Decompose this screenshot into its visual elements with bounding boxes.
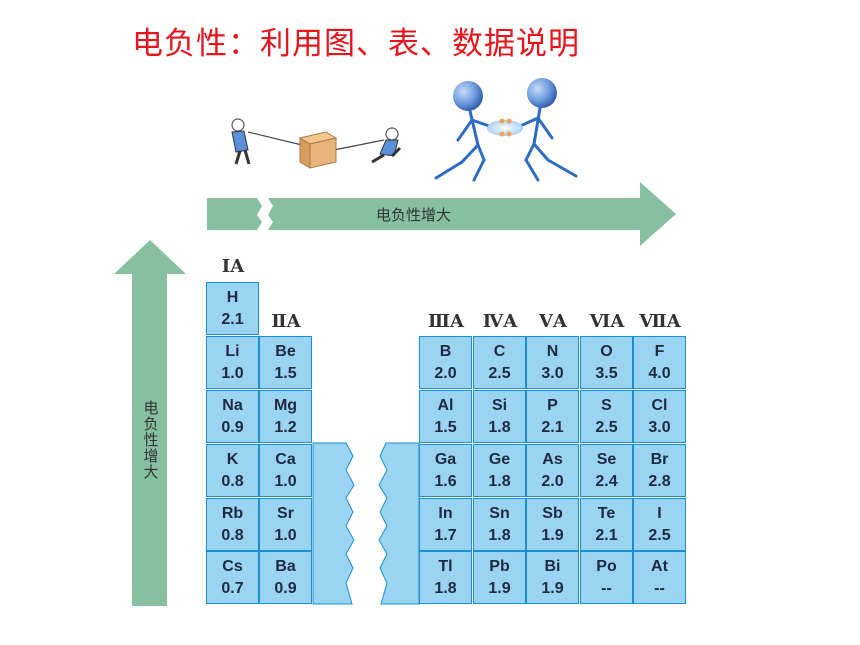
stick-figures-illustration bbox=[434, 78, 578, 182]
element-cell-po: Po-- bbox=[580, 551, 633, 604]
group-header-5a: ⅤA bbox=[539, 311, 567, 332]
group-header-6a: ⅥA bbox=[589, 311, 625, 332]
horizontal-arrow-label: 电负性增大 bbox=[376, 206, 452, 224]
group-header-7a: ⅦA bbox=[639, 311, 681, 332]
group-header-1a: ⅠA bbox=[221, 256, 245, 277]
group-header-3a: ⅢA bbox=[428, 311, 464, 332]
horizontal-increase-arrow bbox=[207, 182, 676, 246]
vertical-arrow-label: 电负性增大 bbox=[143, 399, 159, 481]
tug-of-war-illustration bbox=[231, 118, 402, 169]
group-header-4a: ⅣA bbox=[482, 311, 518, 332]
vertical-increase-arrow bbox=[114, 240, 186, 606]
element-cell-at: At-- bbox=[633, 551, 686, 604]
omitted-transition-block bbox=[312, 442, 420, 605]
group-header-2a: ⅡA bbox=[271, 311, 301, 332]
page-title: 电负性：利用图、表、数据说明 bbox=[132, 26, 580, 62]
